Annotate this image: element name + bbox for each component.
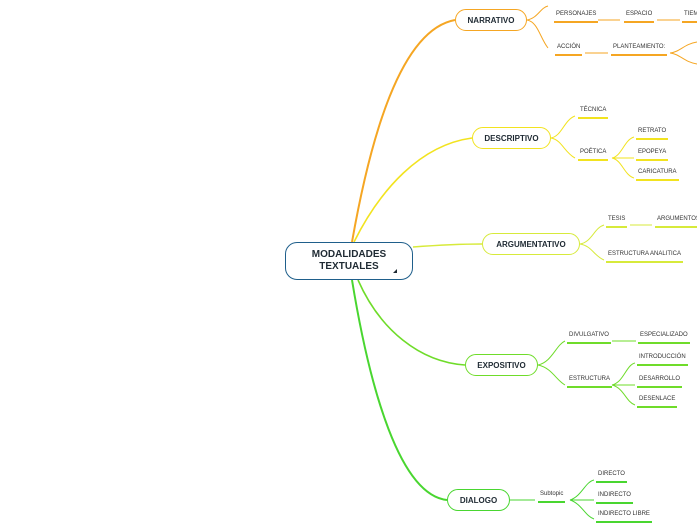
leaf-personajes[interactable]: PERSONAJES bbox=[554, 10, 599, 23]
branch-dialogo[interactable]: DIALOGO bbox=[447, 489, 510, 511]
branch-descriptivo[interactable]: DESCRIPTIVO bbox=[472, 127, 551, 149]
leaf-indirecto-libre[interactable]: INDIRECTO LIBRE bbox=[596, 510, 652, 523]
edge-descriptivo bbox=[353, 137, 473, 243]
leaf-espacio[interactable]: ESPACIO bbox=[624, 10, 655, 23]
expand-corner-icon[interactable] bbox=[393, 269, 397, 273]
edge-expositivo bbox=[357, 279, 466, 366]
leaf-subtopic[interactable]: Subtopic bbox=[538, 490, 566, 503]
leaf-especializado[interactable]: ESPECIALIZADO bbox=[638, 331, 690, 344]
leaf-introduccion[interactable]: INTRODUCCIÓN bbox=[637, 353, 688, 366]
branch-expositivo[interactable]: EXPOSITIVO bbox=[465, 354, 538, 376]
edge-argumentativo bbox=[412, 243, 483, 248]
leaf-desarrollo[interactable]: DESARROLLO bbox=[637, 375, 683, 388]
leaf-tiempo[interactable]: TIEM bbox=[682, 10, 697, 23]
leaf-retrato[interactable]: RETRATO bbox=[636, 127, 669, 140]
leaf-epopeya[interactable]: EPOPEYA bbox=[636, 148, 669, 161]
central-topic-line2: TEXTUALES bbox=[319, 261, 379, 272]
leaf-estructura[interactable]: ESTRUCTURA bbox=[567, 375, 613, 388]
branch-expositivo-label: EXPOSITIVO bbox=[477, 360, 526, 370]
central-topic[interactable]: MODALIDADES TEXTUALES bbox=[285, 242, 413, 280]
leaf-indirecto[interactable]: INDIRECTO bbox=[596, 491, 633, 504]
leaf-planteamiento[interactable]: PLANTEAMIENTO: bbox=[611, 43, 668, 56]
leaf-argumentos[interactable]: ARGUMENTOS bbox=[655, 215, 697, 228]
leaf-tecnica[interactable]: TÉCNICA bbox=[578, 106, 609, 119]
leaf-directo[interactable]: DIRECTO bbox=[596, 470, 627, 483]
branch-argumentativo-label: ARGUMENTATIVO bbox=[496, 239, 566, 249]
leaf-divulgativo[interactable]: DIVULGATIVO bbox=[567, 331, 611, 344]
branch-descriptivo-label: DESCRIPTIVO bbox=[484, 133, 539, 143]
branch-narrativo-label: NARRATIVO bbox=[467, 15, 515, 25]
branch-narrativo[interactable]: NARRATIVO bbox=[455, 9, 527, 31]
leaf-desenlace[interactable]: DESENLACE bbox=[637, 395, 678, 408]
leaf-accion[interactable]: ACCIÓN bbox=[555, 43, 583, 56]
leaf-estructura-analitica[interactable]: ESTRUCTURA ANALITICA bbox=[606, 250, 684, 263]
branch-argumentativo[interactable]: ARGUMENTATIVO bbox=[482, 233, 580, 255]
leaf-tesis[interactable]: TESIS bbox=[606, 215, 628, 228]
edge-dialogo bbox=[351, 279, 448, 501]
edge-narrativo bbox=[351, 19, 456, 243]
leaf-poetica[interactable]: POÉTICA bbox=[578, 148, 609, 161]
branch-dialogo-label: DIALOGO bbox=[459, 495, 498, 505]
central-topic-line1: MODALIDADES bbox=[311, 249, 387, 260]
leaf-caricatura[interactable]: CARICATURA bbox=[636, 168, 679, 181]
